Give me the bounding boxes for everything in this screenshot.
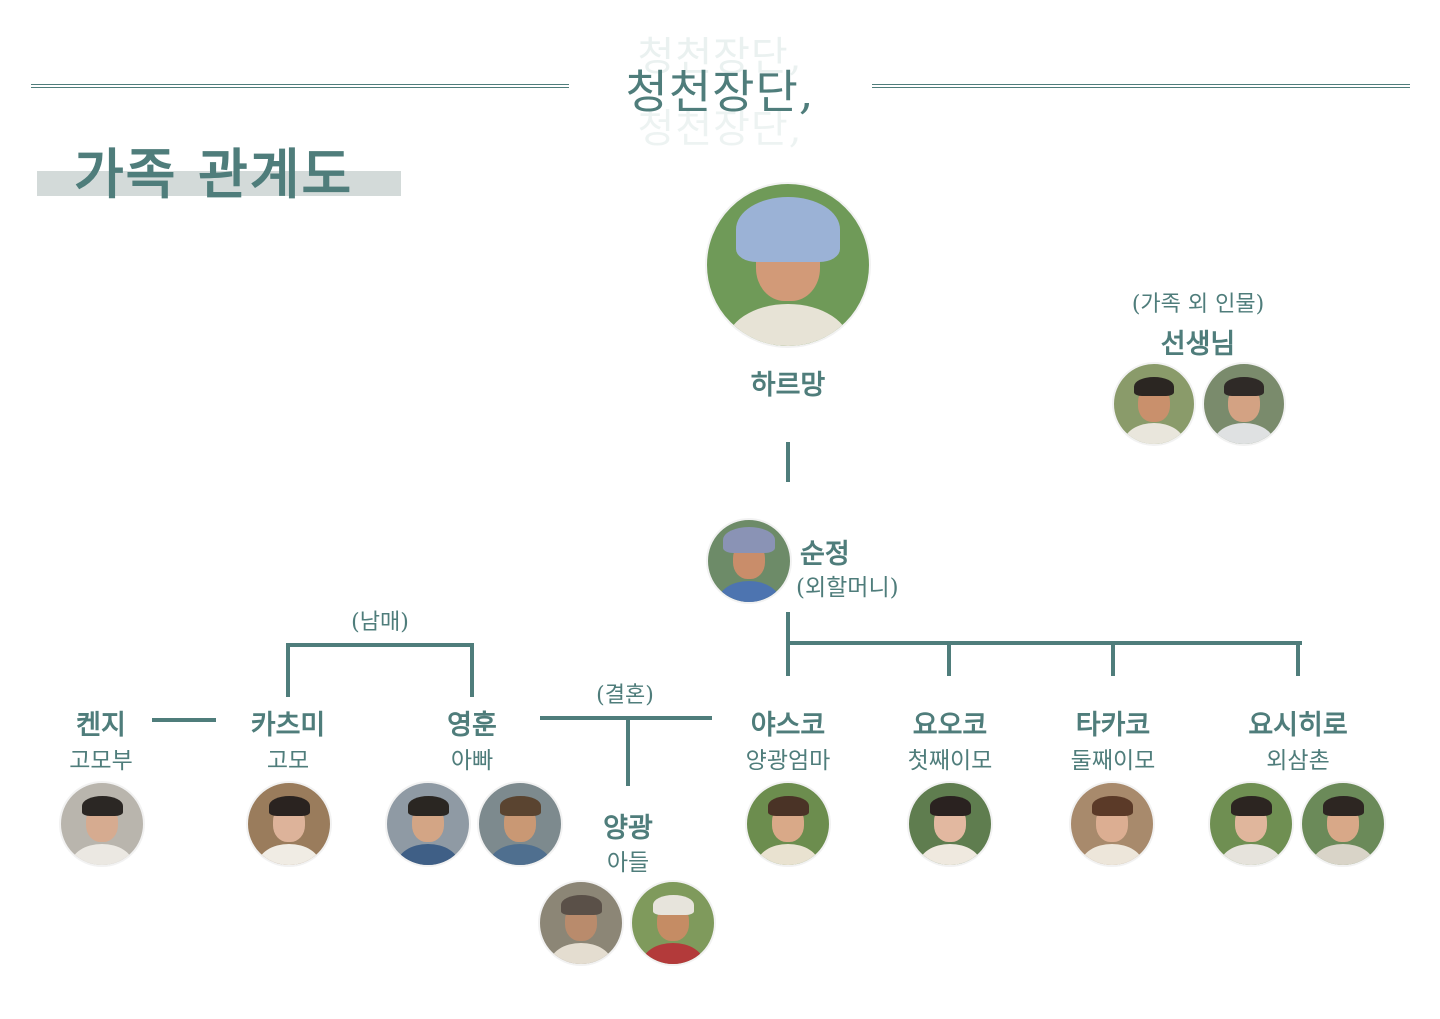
line-to-yoko <box>947 641 951 676</box>
sunjeong-photo <box>706 518 792 604</box>
line-children-horizontal <box>786 641 1302 645</box>
yasuko-photo <box>745 781 831 867</box>
line-to-katsumi <box>286 643 290 697</box>
hareumang-name: 하르망 <box>750 370 826 401</box>
yanggwang-name: 양광 <box>603 813 653 844</box>
header-rule-left <box>31 84 569 88</box>
yoko-name: 요오코 <box>912 710 988 741</box>
header-rule-right <box>872 84 1410 88</box>
kenji-photo <box>59 781 145 867</box>
siblings-label: (남매) <box>351 610 409 635</box>
section-heading: 가족 관계도 <box>74 142 354 206</box>
line-to-takako <box>1111 641 1115 676</box>
katsumi-role: 고모 <box>266 748 310 774</box>
heading-highlight <box>37 171 401 196</box>
yoshihiro-name: 요시히로 <box>1248 710 1348 741</box>
yoshihiro-role: 외삼촌 <box>1266 748 1330 774</box>
line-to-younghoon <box>470 643 474 697</box>
line-to-yoshihiro <box>1296 641 1300 676</box>
katsumi-photo <box>246 781 332 867</box>
yanggwang-photo-1 <box>538 880 624 966</box>
kenji-name: 켄지 <box>76 710 126 741</box>
younghoon-photo-2 <box>477 781 563 867</box>
teacher-photo-2 <box>1202 362 1286 446</box>
yasuko-name: 야스코 <box>750 710 826 741</box>
yoko-photo <box>907 781 993 867</box>
takako-role: 둘째이모 <box>1070 748 1156 774</box>
yoshihiro-photo-2 <box>1300 781 1386 867</box>
line-hareumang-to-sunjeong <box>786 442 790 482</box>
takako-name: 타카코 <box>1075 710 1151 741</box>
line-kenji-katsumi <box>152 718 216 722</box>
yasuko-role: 양광엄마 <box>745 748 831 774</box>
teacher-note: (가족 외 인물) <box>1131 292 1265 317</box>
teacher-name: 선생님 <box>1160 329 1236 360</box>
marriage-label: (결혼) <box>596 683 654 708</box>
katsumi-name: 카츠미 <box>250 710 326 741</box>
younghoon-name: 영훈 <box>447 710 497 741</box>
younghoon-photo-1 <box>385 781 471 867</box>
title-reflection: 청천장단, <box>637 106 803 152</box>
yoshihiro-photo-1 <box>1208 781 1294 867</box>
takako-photo <box>1069 781 1155 867</box>
hareumang-photo <box>705 182 871 348</box>
yoko-role: 첫째이모 <box>907 748 993 774</box>
kenji-role: 고모부 <box>69 748 133 774</box>
sunjeong-name: 순정 <box>800 539 850 570</box>
page-title: 청천장단, <box>625 65 815 119</box>
sunjeong-role: (외할머니) <box>796 575 899 601</box>
teacher-photo-1 <box>1112 362 1196 446</box>
yanggwang-role: 아들 <box>606 850 650 876</box>
line-to-yanggwang <box>626 716 630 786</box>
yanggwang-photo-2 <box>630 880 716 966</box>
title-reflection: 청천장단, <box>637 34 803 80</box>
younghoon-role: 아빠 <box>450 748 494 774</box>
line-siblings-horizontal <box>286 643 474 647</box>
